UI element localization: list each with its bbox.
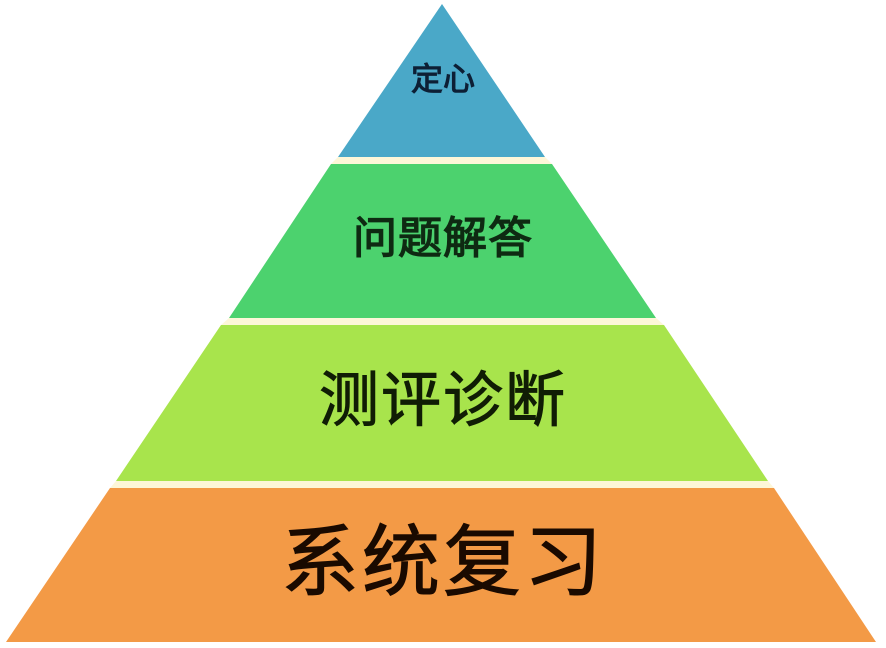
pyramid-tier-upper-middle <box>229 164 656 318</box>
tier-label-base: 系统复习 <box>280 518 605 608</box>
separator-3 <box>110 481 774 488</box>
separator-1 <box>331 157 552 164</box>
separator-2 <box>221 318 664 325</box>
tier-label-lower-middle: 测评诊断 <box>319 366 567 436</box>
pyramid-tier-lower-middle <box>116 325 768 481</box>
pyramid-tier-top <box>338 4 545 157</box>
pyramid-tier-base <box>6 488 876 642</box>
tier-label-upper-middle: 问题解答 <box>353 213 533 264</box>
tier-label-top: 定心 <box>410 60 475 98</box>
